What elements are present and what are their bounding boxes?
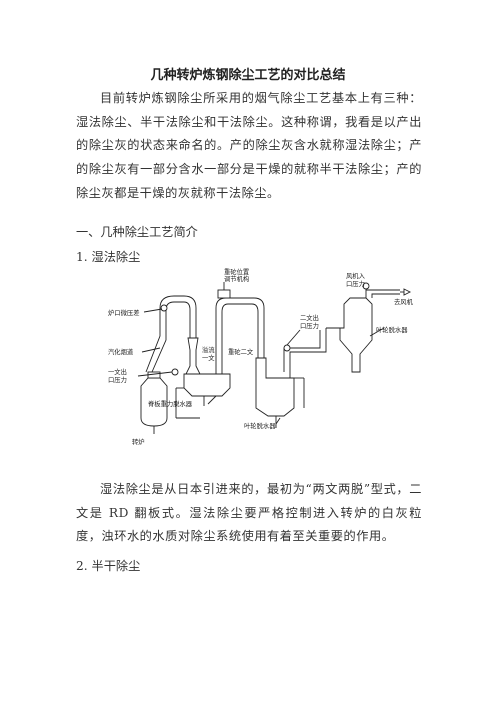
converter-body — [140, 377, 168, 427]
subsection-semi-dry: 2. 半干除尘 — [76, 559, 141, 573]
right-dehydrator — [326, 297, 373, 373]
label-overflow-1: 溢流 — [202, 345, 215, 354]
gauge-furnace — [160, 304, 168, 312]
label-heavy-second-venturi: 重砣二文 — [228, 347, 254, 356]
label-second-venturi-1: 二文出 — [300, 313, 319, 322]
label-overflow-2: 一文 — [202, 353, 215, 362]
second-venturi — [255, 357, 295, 417]
heavy-position-mechanism — [217, 289, 231, 299]
document-title: 几种转炉炼钢除尘工艺的对比总结 — [150, 68, 346, 83]
label-fan-pressure-2: 口压力 — [346, 279, 365, 288]
label-heavy-position-2: 调节机构 — [224, 274, 249, 283]
label-fan-pressure-1: 风机入 — [346, 271, 366, 280]
label-to-fan: 去风机 — [394, 297, 414, 306]
gauge-second-venturi — [283, 344, 291, 352]
label-furnace-pressure: 炉口微压差 — [108, 308, 139, 317]
label-impeller-right: 叶轮脱水器 — [376, 325, 408, 334]
gauge-fan — [362, 282, 370, 290]
label-second-venturi-2: 口压力 — [300, 321, 319, 330]
label-first-venturi-1: 一文出 — [108, 367, 127, 376]
label-first-venturi-2: 口压力 — [108, 375, 127, 384]
label-impeller-bottom: 叶轮脱水器 — [244, 421, 276, 430]
section-heading: 一、几种除尘工艺简介 — [76, 225, 198, 239]
gauge-first-venturi — [171, 368, 179, 376]
first-venturi — [185, 337, 201, 375]
vapor-flue — [145, 295, 197, 373]
subsection-wet: 1. 湿法除尘 — [76, 250, 141, 264]
label-heavy-position-1: 重砣位置 — [224, 268, 249, 276]
label-gravity-dehydrator: 脊板重力脱水器 — [148, 399, 193, 408]
intro-paragraph: 目前转炉炼钢除尘所采用的烟气除尘工艺基本上有三种：湿法除尘、半干法除尘和干法除尘… — [76, 91, 422, 200]
wet-description-paragraph: 湿法除尘是从日本引进来的，最初为“两文两脱”型式，二文是 RD 翻板式。湿法除尘… — [76, 482, 422, 544]
wet-dedusting-diagram: 转炉 炉口微压差 汽化烟道 一文出 口压力 风机入 口压力 去风机 重砣位置 — [108, 268, 414, 446]
label-vapor-flue: 汽化烟道 — [108, 347, 134, 356]
label-converter: 转炉 — [132, 437, 145, 446]
gravity-dehydrator — [183, 373, 231, 397]
